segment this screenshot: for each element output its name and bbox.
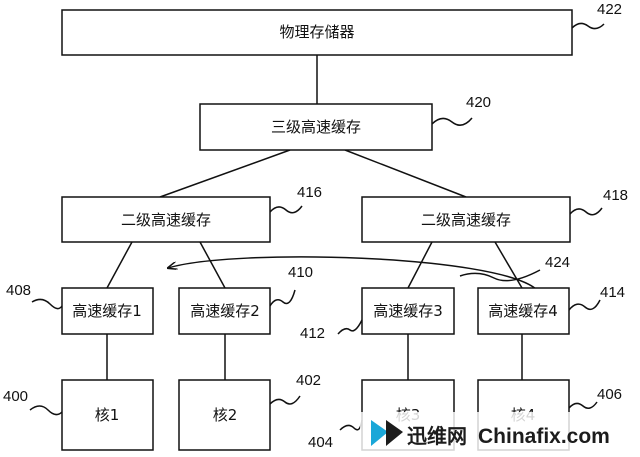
watermark: 迅维网 Chinafix.com bbox=[360, 412, 640, 457]
physical-memory-box bbox=[61, 9, 573, 56]
l2-cache-left-node: 二级高速缓存 bbox=[61, 196, 271, 243]
reference-numerals: 422 420 416 418 408 410 424 414 412 400 … bbox=[3, 1, 628, 451]
leader-414 bbox=[568, 299, 601, 311]
cache-2-node: 高速缓存2 bbox=[178, 287, 271, 335]
chinafix-logo-icon bbox=[371, 420, 403, 446]
l3-cache-box bbox=[199, 103, 433, 151]
l2-left-to-cache1-line bbox=[106, 241, 133, 289]
l2-left-to-cache2-line bbox=[199, 241, 226, 289]
cache-3-box bbox=[361, 287, 455, 335]
leader-420 bbox=[431, 117, 473, 126]
ref-408: 408 bbox=[6, 282, 31, 299]
ref-414: 414 bbox=[600, 284, 625, 301]
l2-cache-right-label: 二级高速缓存 bbox=[421, 211, 511, 229]
l3-to-l2-left-line bbox=[159, 149, 291, 198]
l2-cache-left-box bbox=[61, 196, 271, 243]
l3-to-l2-right-line bbox=[344, 149, 467, 198]
ref-424: 424 bbox=[545, 254, 570, 271]
ref-412: 412 bbox=[300, 325, 325, 342]
ref-402: 402 bbox=[296, 372, 321, 389]
watermark-cn: 迅维网 bbox=[407, 424, 467, 448]
l3-cache-label: 三级高速缓存 bbox=[271, 118, 361, 136]
cache-1-label: 高速缓存1 bbox=[72, 302, 142, 320]
cache-3-label: 高速缓存3 bbox=[373, 302, 443, 320]
ref-422: 422 bbox=[597, 1, 622, 18]
physical-memory-label: 物理存储器 bbox=[279, 23, 354, 41]
l2-cache-left-label: 二级高速缓存 bbox=[121, 211, 211, 229]
cache-2-label: 高速缓存2 bbox=[190, 302, 260, 320]
physical-memory-node: 物理存储器 bbox=[61, 9, 573, 56]
leader-424 bbox=[459, 269, 541, 282]
leader-400 bbox=[29, 405, 63, 416]
leader-416 bbox=[269, 205, 303, 214]
watermark-backdrop bbox=[360, 412, 640, 457]
leader-404 bbox=[339, 419, 363, 431]
ref-420: 420 bbox=[466, 94, 491, 111]
leader-408 bbox=[31, 298, 63, 310]
leader-402 bbox=[269, 395, 301, 405]
leader-418 bbox=[569, 207, 603, 216]
cache-4-label: 高速缓存4 bbox=[488, 302, 558, 320]
watermark-en: Chinafix.com bbox=[478, 425, 610, 448]
ref-410: 410 bbox=[288, 264, 313, 281]
core-1-label: 核1 bbox=[95, 406, 120, 424]
core-1-node: 核1 bbox=[61, 379, 154, 451]
core-2-box bbox=[178, 379, 271, 451]
l3-cache-node: 三级高速缓存 bbox=[199, 103, 433, 151]
cache-1-node: 高速缓存1 bbox=[61, 287, 154, 335]
l2-cache-right-box bbox=[361, 196, 571, 243]
cache-1-box bbox=[61, 287, 154, 335]
cache-4-node: 高速缓存4 bbox=[477, 287, 570, 335]
ref-404: 404 bbox=[308, 434, 333, 451]
cache-4-box bbox=[477, 287, 570, 335]
l2-cache-right-node: 二级高速缓存 bbox=[361, 196, 571, 243]
l2-right-to-cache3-line bbox=[407, 241, 433, 289]
ref-400: 400 bbox=[3, 388, 28, 405]
leader-412 bbox=[337, 319, 363, 335]
ref-406: 406 bbox=[597, 386, 622, 403]
ref-416: 416 bbox=[297, 184, 322, 201]
core-2-label: 核2 bbox=[213, 406, 238, 424]
ref-418: 418 bbox=[603, 187, 628, 204]
cache-transfer-arrow bbox=[168, 256, 537, 290]
cache-2-box bbox=[178, 287, 271, 335]
leader-406 bbox=[568, 401, 598, 409]
core-1-box bbox=[61, 379, 154, 451]
leader-410 bbox=[269, 289, 296, 307]
leader-422 bbox=[571, 22, 605, 30]
connector-lines bbox=[106, 55, 523, 380]
cache-3-node: 高速缓存3 bbox=[361, 287, 455, 335]
core-2-node: 核2 bbox=[178, 379, 271, 451]
